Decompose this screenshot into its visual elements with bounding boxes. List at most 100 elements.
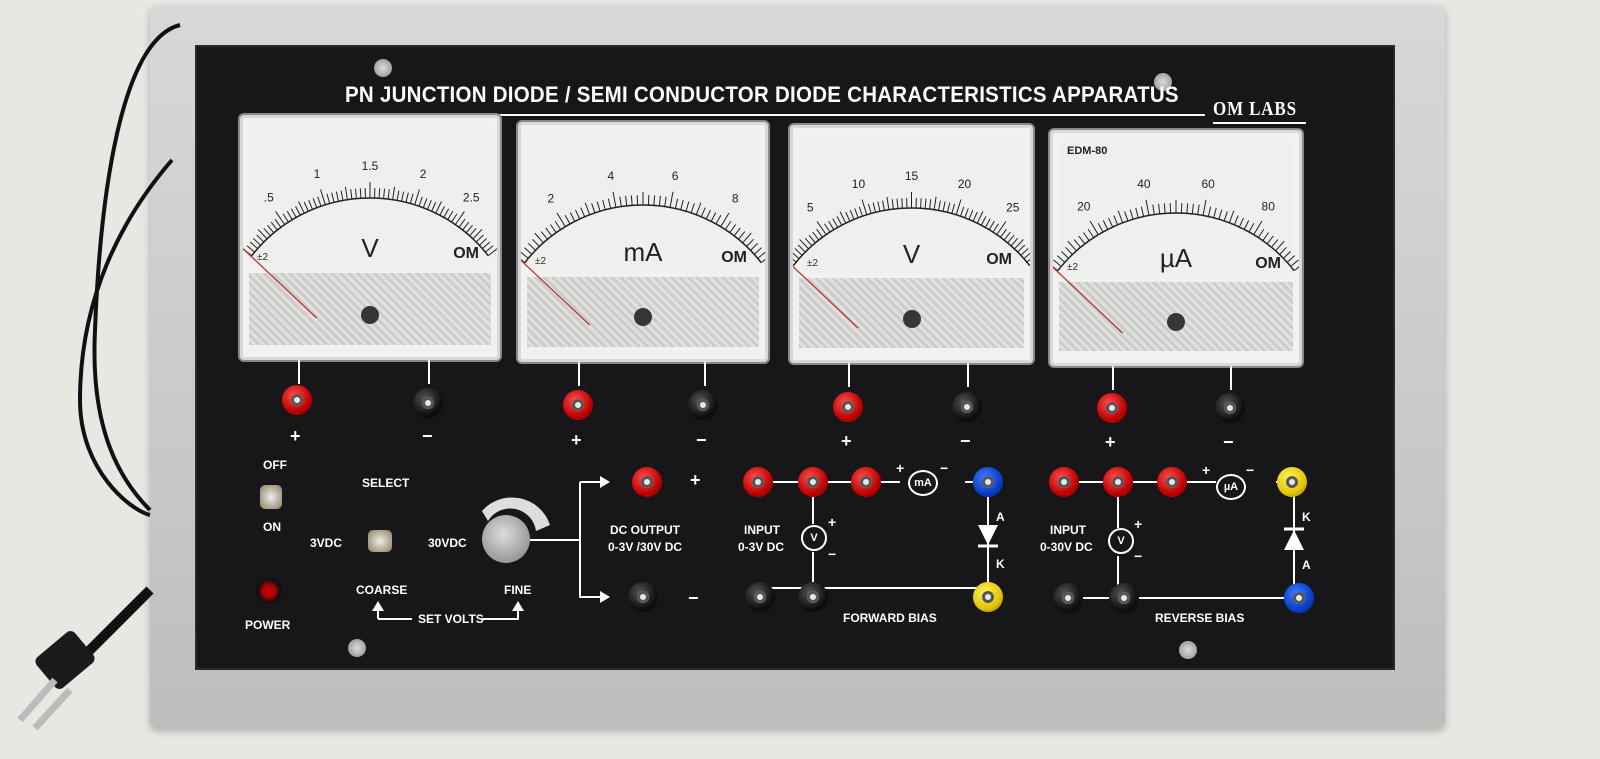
scale-tick <box>933 196 937 210</box>
scale-tick <box>1243 220 1250 230</box>
microammeter-negative-terminal[interactable] <box>1215 393 1245 423</box>
scale-tick <box>439 206 445 216</box>
reverse-diode-cathode-terminal[interactable] <box>1277 467 1307 497</box>
scale-tick <box>685 201 690 212</box>
panel-title: PN JUNCTION DIODE / SEMI CONDUCTOR DIODE… <box>345 82 1179 107</box>
scale-tick <box>1238 217 1244 228</box>
cathode-label: K <box>1302 510 1311 524</box>
brand-logo: OM LABS <box>1213 98 1297 120</box>
forward-diode-cathode-terminal[interactable] <box>973 582 1003 612</box>
scale-tick-label: 2 <box>420 167 427 181</box>
scale-tick <box>816 221 827 235</box>
scale-tick <box>984 218 991 228</box>
scale-tick <box>472 229 483 240</box>
voltmeter-30v-negative-terminal[interactable] <box>952 392 982 422</box>
scale-tick <box>1158 203 1161 214</box>
voltmeter-0-3v: 0.511.522.53 V ±2 OM <box>240 115 500 360</box>
power-toggle-switch[interactable] <box>260 485 282 509</box>
scale-tick <box>951 203 956 214</box>
meter-scale-arc <box>524 204 762 264</box>
plus-sign: + <box>1202 462 1211 478</box>
reverse-ammeter-positive-terminal[interactable] <box>1157 467 1187 497</box>
scale-tick <box>1223 211 1228 222</box>
voltage-knob[interactable] <box>482 515 530 563</box>
scale-tick <box>669 191 674 208</box>
minus-sign: − <box>940 460 949 476</box>
scale-tick <box>753 247 762 255</box>
forward-voltmeter-positive-terminal[interactable] <box>798 467 828 497</box>
scale-tick <box>487 248 497 257</box>
reverse-input-positive-terminal[interactable] <box>1049 467 1079 497</box>
zero-adjust-screw[interactable] <box>799 278 1024 348</box>
scale-tick <box>612 191 617 208</box>
meter-accuracy-class: ±2 <box>535 256 547 268</box>
scale-tick-label: 8 <box>732 192 739 206</box>
scale-tick <box>750 243 758 251</box>
meter-needle <box>1053 266 1124 333</box>
select-label: SELECT <box>362 476 410 490</box>
meter-lead-wire <box>428 360 430 384</box>
scale-tick <box>1010 238 1019 247</box>
forward-input-positive-terminal[interactable] <box>743 467 773 497</box>
scale-tick <box>344 186 348 200</box>
scale-tick <box>738 231 746 240</box>
range-select-switch[interactable] <box>368 530 392 552</box>
scale-tick <box>929 199 932 210</box>
scale-tick <box>824 223 831 233</box>
zero-adjust-screw[interactable] <box>1059 282 1293 351</box>
scale-tick <box>896 198 899 209</box>
zero-adjust-screw[interactable] <box>527 276 759 347</box>
forward-input-negative-terminal[interactable] <box>745 582 775 612</box>
scale-tick <box>625 195 628 206</box>
zero-adjust-screw[interactable] <box>249 273 491 345</box>
scale-tick <box>1078 235 1086 245</box>
scale-tick-label: 20 <box>1077 200 1091 214</box>
milliammeter-symbol: mA <box>908 470 938 496</box>
reverse-input-negative-terminal[interactable] <box>1053 583 1083 613</box>
scale-tick <box>1067 240 1077 252</box>
scale-tick <box>891 199 894 210</box>
power-cord <box>17 23 181 731</box>
reverse-diode-anode-terminal[interactable] <box>1284 583 1314 613</box>
milliammeter-positive-terminal[interactable] <box>563 390 593 420</box>
scale-tick <box>715 214 722 225</box>
scale-tick <box>1020 248 1029 256</box>
scale-tick <box>1186 203 1189 214</box>
microammeter-positive-terminal[interactable] <box>1097 393 1127 423</box>
scale-tick <box>808 234 816 244</box>
forward-diode-anode-terminal[interactable] <box>973 467 1003 497</box>
scale-tick <box>886 196 890 210</box>
scale-tick <box>1135 208 1139 218</box>
scale-tick <box>290 208 297 218</box>
scale-tick <box>836 216 843 226</box>
output-wiring <box>530 476 610 603</box>
meter-accuracy-class: ±2 <box>257 251 269 263</box>
screw-icon <box>374 59 392 77</box>
voltmeter-3v-negative-terminal[interactable] <box>413 388 443 418</box>
scale-tick <box>295 206 301 216</box>
scale-tick <box>431 201 437 212</box>
voltmeter-3v-positive-terminal[interactable] <box>282 385 312 415</box>
scale-tick <box>992 223 999 233</box>
scale-tick <box>690 203 695 214</box>
scale-tick <box>1163 203 1166 214</box>
voltmeter-30v-positive-terminal[interactable] <box>833 392 863 422</box>
scale-tick <box>867 203 872 214</box>
milliammeter-negative-terminal[interactable] <box>688 390 718 420</box>
forward-voltmeter-negative-terminal[interactable] <box>798 582 828 612</box>
scale-tick <box>816 228 823 238</box>
reverse-voltmeter-positive-terminal[interactable] <box>1103 467 1133 497</box>
plus-sign: + <box>1105 432 1116 452</box>
forward-ammeter-positive-terminal[interactable] <box>851 467 881 497</box>
scale-tick <box>1197 204 1200 215</box>
meter-scale-arc <box>1057 212 1295 272</box>
scale-tick-label: 15 <box>905 169 919 183</box>
scale-tick <box>409 193 414 204</box>
dc-output-negative-terminal[interactable] <box>628 582 658 612</box>
scale-tick <box>335 191 339 202</box>
meter-accuracy-class: ±2 <box>1067 261 1079 273</box>
scale-tick <box>924 198 927 209</box>
dc-output-positive-terminal[interactable] <box>632 467 662 497</box>
reverse-voltmeter-negative-terminal[interactable] <box>1109 583 1139 613</box>
scale-tick <box>700 207 706 217</box>
